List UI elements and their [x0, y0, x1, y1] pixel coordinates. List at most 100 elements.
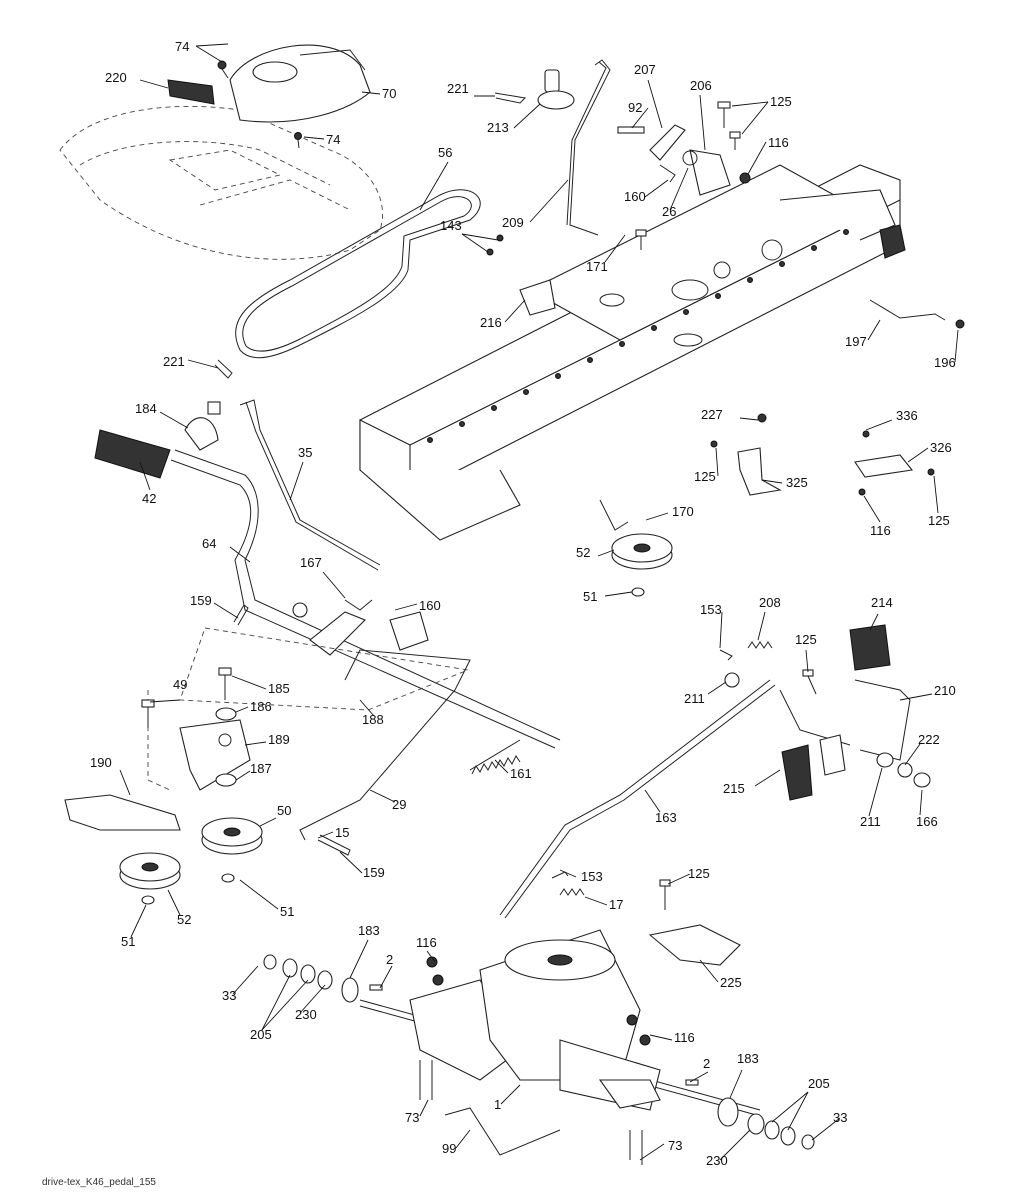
callout-2: 2	[703, 1056, 710, 1071]
callout-213: 213	[487, 120, 509, 135]
rod-188-29	[299, 649, 471, 841]
rod-35	[239, 399, 381, 571]
leader-line	[719, 611, 723, 649]
leader-line	[349, 939, 369, 979]
leader-line	[303, 136, 325, 140]
callout-163: 163	[655, 810, 677, 825]
diagram-caption: drive-tex_K46_pedal_155	[42, 1177, 156, 1188]
callout-64: 64	[202, 536, 216, 551]
callout-184: 184	[135, 401, 157, 416]
leader-line	[644, 179, 669, 198]
leader-line	[513, 103, 541, 129]
leader-line	[584, 896, 608, 906]
callout-159: 159	[190, 593, 212, 608]
leader-line	[461, 233, 489, 253]
leader-line	[195, 43, 229, 47]
callout-51: 51	[583, 589, 597, 604]
callout-92: 92	[628, 100, 642, 115]
leader-line	[119, 769, 131, 796]
callout-116: 116	[416, 935, 437, 950]
callout-70: 70	[382, 86, 396, 101]
callout-183: 183	[737, 1051, 759, 1066]
leader-line	[317, 831, 334, 839]
callout-153: 153	[700, 602, 722, 617]
leader-line	[149, 699, 181, 703]
leader-line	[904, 743, 921, 766]
leader-line	[361, 91, 381, 95]
callout-221: 221	[447, 81, 469, 96]
leader-line	[761, 479, 783, 484]
leader-line	[933, 475, 939, 514]
leader-line	[669, 167, 689, 211]
grip-42	[94, 429, 171, 479]
leader-line	[867, 319, 881, 341]
callout-225: 225	[720, 975, 742, 990]
pulley-50	[201, 817, 263, 883]
leader-line	[899, 693, 933, 701]
bracket-206	[682, 149, 731, 196]
callout-33: 33	[833, 1110, 847, 1125]
leader-line	[455, 1129, 471, 1149]
frame-hole	[555, 373, 561, 379]
leader-line	[644, 789, 661, 813]
leader-line	[741, 101, 769, 135]
callout-170: 170	[672, 504, 694, 519]
leader-line	[699, 959, 719, 983]
callout-73: 73	[668, 1138, 682, 1153]
pulley-52-upper	[599, 499, 673, 597]
pedal-shaft-210	[779, 679, 931, 788]
leader-line	[787, 1091, 809, 1131]
leader-line	[195, 45, 223, 63]
leader-line	[339, 851, 363, 874]
callout-230: 230	[295, 1007, 317, 1022]
callout-215: 215	[723, 781, 745, 796]
leader-line	[299, 984, 326, 1014]
bracket-225	[648, 879, 741, 966]
callout-153: 153	[581, 869, 603, 884]
decal-220	[167, 79, 215, 105]
leader-line	[811, 1117, 841, 1141]
spring-161	[469, 739, 521, 775]
callout-49: 49	[173, 677, 187, 692]
pulley-52-lower	[119, 852, 181, 905]
callout-56: 56	[438, 145, 452, 160]
callout-216: 216	[480, 315, 502, 330]
callout-125: 125	[795, 632, 817, 647]
leader-line	[707, 681, 727, 695]
leader-line	[235, 770, 251, 781]
callout-336: 336	[896, 408, 918, 423]
frame-hole	[747, 277, 753, 283]
leader-line	[494, 759, 509, 774]
leader-line	[261, 979, 309, 1031]
spring-208	[719, 641, 817, 695]
callout-207: 207	[634, 62, 656, 77]
callout-125: 125	[694, 469, 716, 484]
shift-rod-209	[566, 59, 611, 236]
callout-196: 196	[934, 355, 956, 370]
callout-1: 1	[494, 1097, 501, 1112]
leader-line	[232, 965, 259, 995]
callout-171: 171	[586, 259, 608, 274]
bolts-49-185	[141, 667, 237, 787]
callout-230: 230	[706, 1153, 728, 1168]
lever-207	[617, 124, 686, 183]
callout-210: 210	[934, 683, 956, 698]
clip-221	[214, 92, 527, 379]
callout-15: 15	[335, 825, 349, 840]
leader-line	[863, 495, 881, 523]
callout-116: 116	[674, 1030, 695, 1045]
leader-lines	[119, 43, 959, 1161]
leader-line	[907, 447, 929, 463]
leader-line	[754, 769, 781, 787]
frame-hole	[779, 261, 785, 267]
callout-221: 221	[163, 354, 185, 369]
plate-189	[179, 719, 251, 791]
leader-line	[419, 161, 449, 211]
callout-183: 183	[358, 923, 380, 938]
callout-188: 188	[362, 712, 384, 727]
callout-214: 214	[871, 595, 893, 610]
callout-29: 29	[392, 797, 406, 812]
leader-line	[747, 141, 767, 175]
callout-17: 17	[609, 897, 623, 912]
frame-hole	[491, 405, 497, 411]
